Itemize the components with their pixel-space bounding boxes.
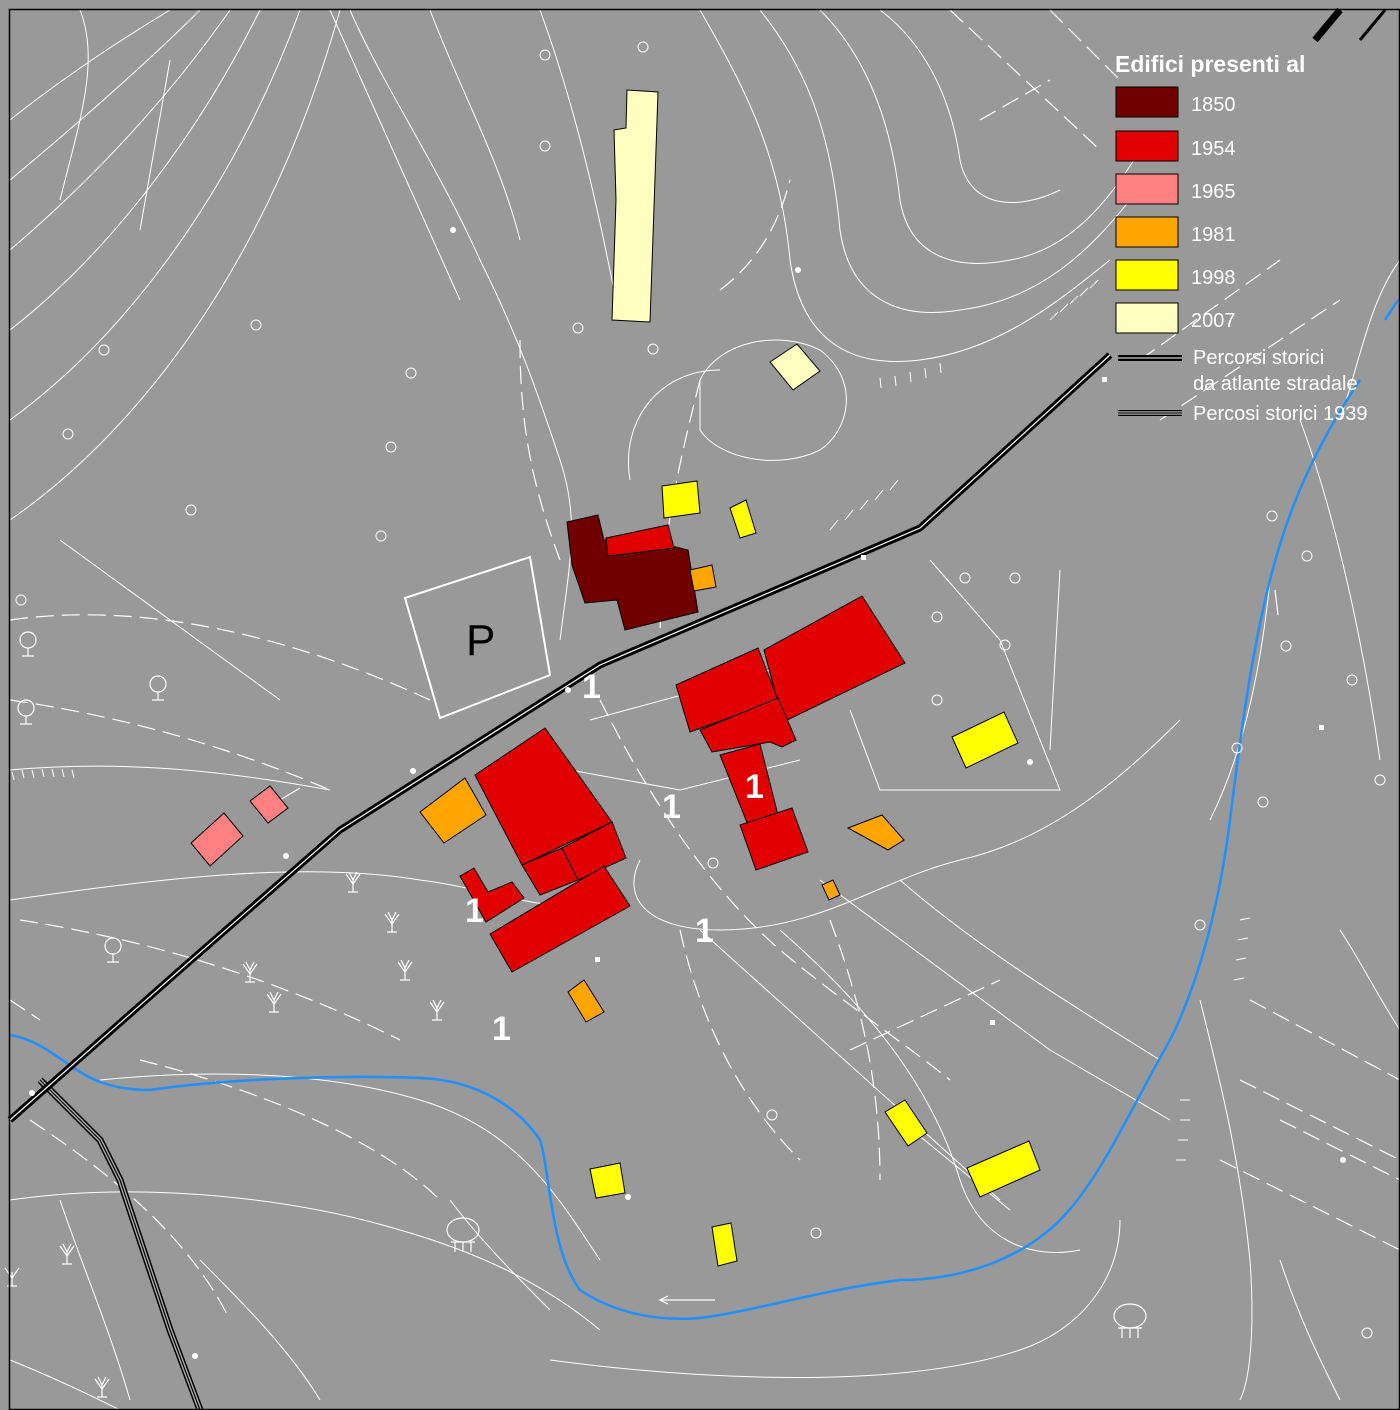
building-1981: [419, 777, 487, 844]
spot-points: [29, 227, 1346, 1359]
parking-area: [403, 555, 552, 720]
building-2007: [769, 343, 821, 391]
legend-swatch-1954: [1115, 130, 1179, 162]
building-number-label: 1: [582, 668, 601, 706]
legend-label-1850: 1850: [1191, 94, 1236, 116]
historic-route-1939: [37, 1077, 204, 1410]
dashed-paths: [9, 9, 1400, 1321]
legend-swatch-2007: [1115, 302, 1179, 334]
embankment-hatches: [11, 279, 1251, 1161]
building-1998: [884, 1099, 928, 1147]
building-1954: [739, 807, 809, 871]
survey-points: [15, 41, 1386, 1339]
building-1981: [689, 564, 717, 592]
building-1998: [711, 1222, 738, 1267]
legend-label-2007: 2007: [1191, 310, 1236, 332]
legend-label-1954: 1954: [1191, 138, 1236, 160]
legend-route-label-2: da atlante stradale: [1193, 373, 1358, 395]
building-number-labels: 1 1 1 1 1 1: [465, 668, 764, 1048]
legend-swatch-1850: [1115, 86, 1179, 118]
legend-title: Edifici presenti al: [1115, 51, 1305, 77]
building-1954: [699, 697, 797, 753]
legend-route-label: Percorsi storici: [1193, 347, 1324, 369]
building-2007: [611, 89, 659, 323]
flow-arrow: [279, 589, 1279, 1305]
river-segment: [1383, 299, 1400, 321]
legend-label-1965: 1965: [1191, 181, 1236, 203]
building-1998: [589, 1162, 626, 1199]
legend-swatch-1998: [1115, 259, 1179, 291]
tree-symbols: [4, 631, 1147, 1398]
building-number-label: 1: [465, 892, 484, 930]
building-1998: [966, 1140, 1041, 1198]
historic-road: [7, 7, 1387, 1123]
building-number-label: 1: [662, 788, 681, 826]
building-1981: [846, 814, 905, 851]
legend: Edifici presenti al 1850 1954 1965 1981 …: [1115, 51, 1368, 425]
building-1850: [566, 514, 699, 631]
legend-route-1939-label: Percosi storici 1939: [1193, 403, 1368, 425]
building-1981: [567, 979, 605, 1023]
building-1954: [489, 865, 631, 973]
buildings: [190, 89, 1041, 1267]
river: [9, 379, 1362, 1320]
building-1998: [729, 499, 757, 539]
building-number-label: 1: [492, 1010, 511, 1048]
legend-label-1981: 1981: [1191, 224, 1236, 246]
building-1998: [661, 480, 701, 519]
legend-swatch-1981: [1115, 216, 1179, 248]
building-1954: [605, 524, 675, 557]
building-1998: [951, 711, 1019, 769]
building-1954: [521, 847, 579, 896]
legend-swatch-1965: [1115, 173, 1179, 205]
building-1965: [249, 785, 289, 824]
building-number-label: 1: [745, 768, 764, 806]
legend-label-1998: 1998: [1191, 267, 1236, 289]
building-1965: [190, 812, 244, 867]
parking-label: P: [466, 616, 495, 665]
building-1981: [821, 879, 841, 901]
building-1954: [459, 867, 525, 923]
building-number-label: 1: [695, 912, 714, 950]
